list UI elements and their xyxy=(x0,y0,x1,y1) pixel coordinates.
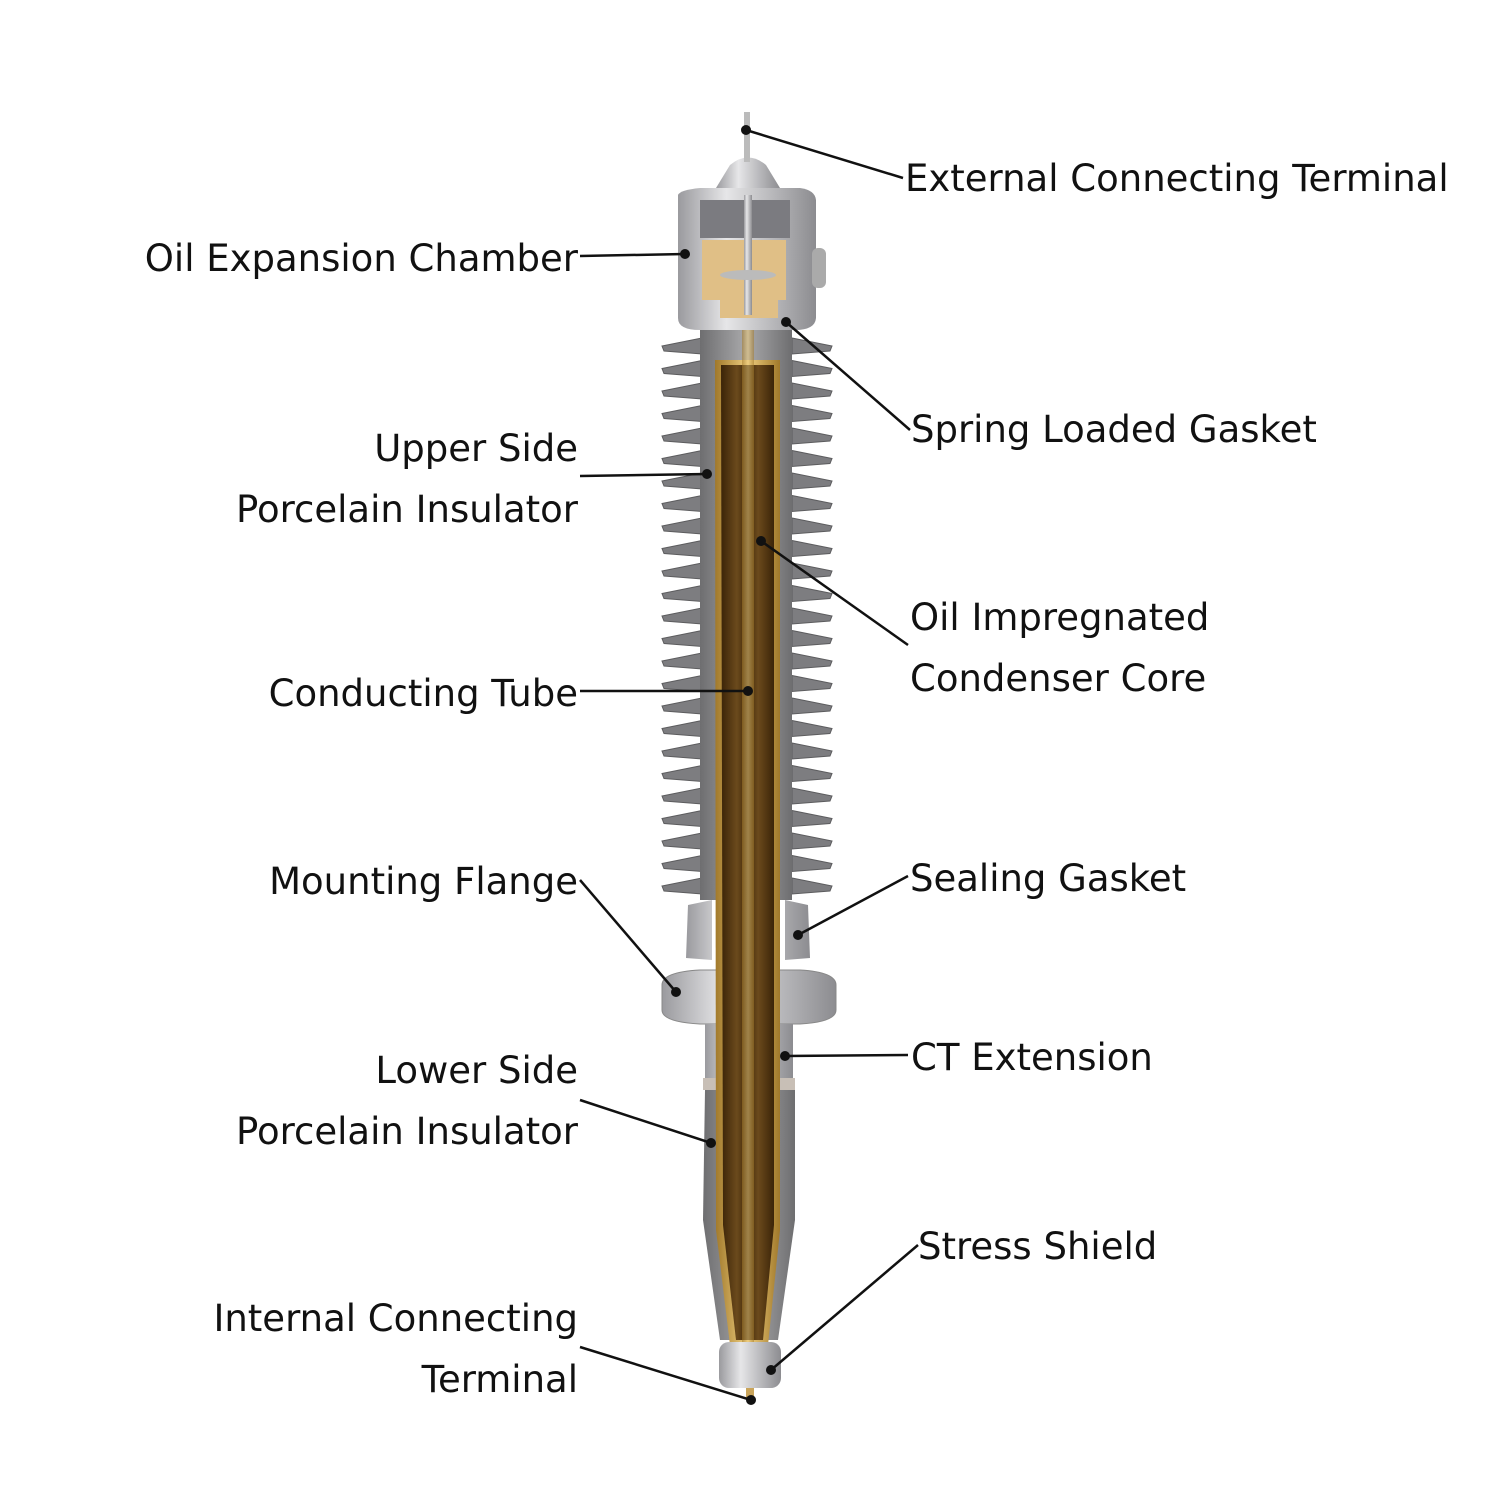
leader-lines xyxy=(579,128,919,1402)
label-spring-loaded-gasket: Spring Loaded Gasket xyxy=(911,408,1317,451)
external-terminal-cap xyxy=(716,157,780,188)
label-line: Lower Side xyxy=(375,1049,578,1092)
label-upper-side-porcelain-insulator: Upper Side Porcelain Insulator xyxy=(236,418,578,540)
leader-dots xyxy=(671,125,803,1405)
stress-shield-shape xyxy=(719,1342,781,1388)
label-oil-impregnated-condenser-core: Oil Impregnated Condenser Core xyxy=(910,587,1209,709)
label-line: Upper Side xyxy=(374,427,578,470)
label-line: Condenser Core xyxy=(910,657,1207,700)
label-line: Porcelain Insulator xyxy=(236,1110,578,1153)
label-external-connecting-terminal: External Connecting Terminal xyxy=(905,157,1449,200)
label-internal-connecting-terminal: Internal Connecting Terminal xyxy=(213,1288,578,1410)
label-line: Internal Connecting xyxy=(213,1297,578,1340)
label-mounting-flange: Mounting Flange xyxy=(269,860,578,903)
label-lower-side-porcelain-insulator: Lower Side Porcelain Insulator xyxy=(236,1040,578,1162)
label-stress-shield: Stress Shield xyxy=(918,1225,1158,1268)
label-line: Porcelain Insulator xyxy=(236,488,578,531)
label-ct-extension: CT Extension xyxy=(911,1036,1153,1079)
sealing-gasket-housing xyxy=(686,900,810,960)
label-line: Terminal xyxy=(421,1358,578,1401)
label-conducting-tube: Conducting Tube xyxy=(268,672,578,715)
label-oil-expansion-chamber: Oil Expansion Chamber xyxy=(144,237,578,280)
label-line: Oil Impregnated xyxy=(910,596,1210,639)
conducting-tube-shape xyxy=(742,300,754,1345)
label-sealing-gasket: Sealing Gasket xyxy=(910,857,1187,900)
